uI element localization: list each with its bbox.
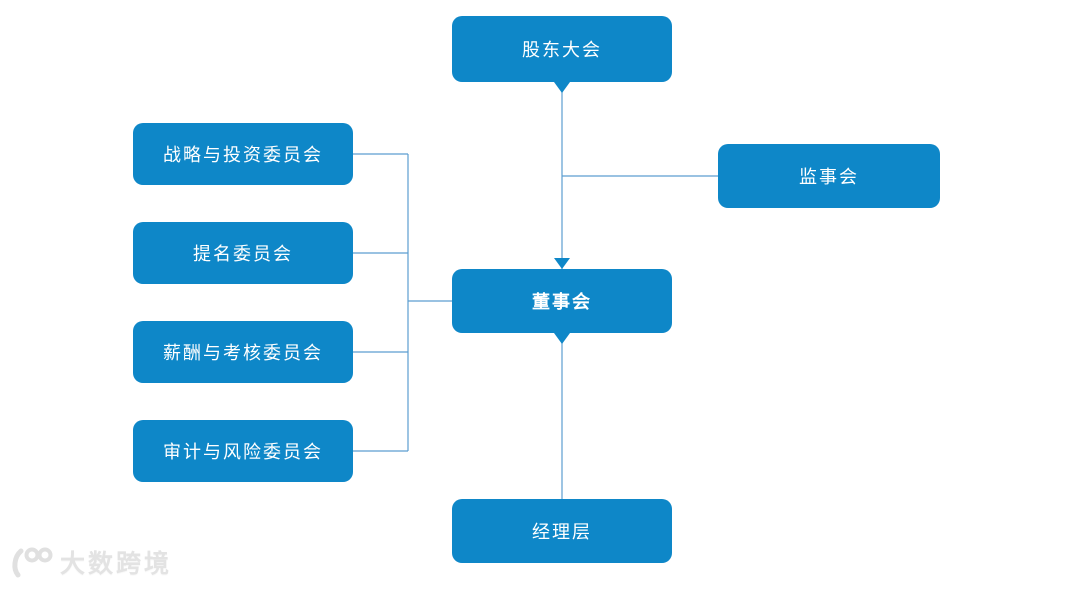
watermark: 大数跨境 (8, 544, 172, 580)
node-nomination-committee: 提名委员会 (133, 222, 353, 284)
node-label: 监事会 (799, 167, 859, 187)
node-remuneration-appraisal-committee: 薪酬与考核委员会 (133, 321, 353, 383)
node-board-of-directors: 董事会 (452, 269, 672, 333)
watermark-text: 大数跨境 (60, 550, 173, 578)
node-label: 提名委员会 (193, 244, 293, 264)
node-label: 战略与投资委员会 (163, 145, 323, 165)
node-label: 审计与风险委员会 (163, 442, 323, 462)
node-audit-risk-committee: 审计与风险委员会 (133, 420, 353, 482)
node-supervisory-board: 监事会 (718, 144, 940, 208)
tail-triangle-board (554, 333, 570, 344)
node-label: 薪酬与考核委员会 (163, 343, 323, 363)
node-shareholders-meeting: 股东大会 (452, 16, 672, 82)
node-label: 董事会 (532, 292, 592, 312)
node-management-level: 经理层 (452, 499, 672, 563)
node-label: 股东大会 (522, 40, 602, 60)
arrowhead-board-top (554, 258, 570, 269)
100-logo-icon (12, 547, 53, 578)
node-strategy-investment-committee: 战略与投资委员会 (133, 123, 353, 185)
tail-triangle-shareholders (554, 82, 570, 93)
node-label: 经理层 (532, 522, 592, 542)
